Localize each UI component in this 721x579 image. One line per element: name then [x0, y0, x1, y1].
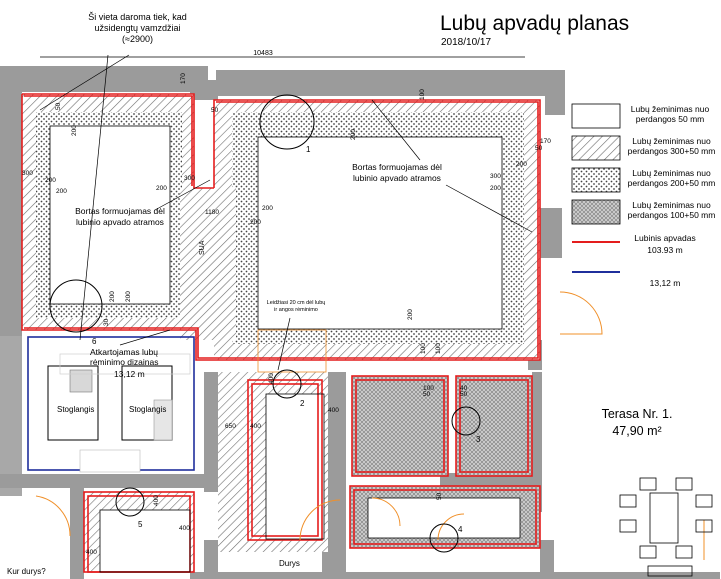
legend-item-hatch: Lubų žeminimas nuo perdangos 300+50 mm	[627, 136, 716, 156]
legend-swatches	[571, 103, 621, 273]
overall-dimension: 10483	[40, 50, 525, 58]
svg-text:400: 400	[153, 495, 160, 506]
marker-5: 5	[138, 520, 143, 529]
svg-text:200: 200	[262, 205, 273, 212]
svg-text:650: 650	[225, 423, 236, 430]
legend-item-cross: Lubų žeminimas nuo perdangos 100+50 mm	[627, 200, 716, 220]
cornice-lines	[21, 93, 541, 573]
sua-label: SUA	[199, 240, 206, 255]
svg-text:50: 50	[211, 107, 219, 114]
blue-frame	[27, 336, 195, 473]
marker-labels: 1 2 3 4 5 6	[92, 145, 481, 534]
question-label: Kur durys?	[7, 567, 46, 576]
svg-text:200: 200	[71, 125, 78, 136]
leave-20-note: Leidžiasi 20 cm dėl lubų ir angos rėmini…	[266, 300, 326, 313]
inner-outlines	[49, 125, 521, 573]
overall-dimension-label: 10483	[253, 50, 273, 57]
legend-blue-value: 13,12 m	[649, 278, 681, 288]
svg-text:170: 170	[180, 73, 187, 84]
room-labels: SUA Durys Kur durys? Stoglangis Stoglang…	[7, 240, 300, 576]
page-date: 2018/10/17	[441, 37, 492, 48]
bortas-right-note: Bortas formuojamas dėl lubinio apvado at…	[352, 162, 442, 183]
legend-item-dots: Lubų žeminimas nuo perdangos 200+50 mm	[627, 168, 716, 188]
ceiling-zones	[22, 94, 540, 572]
terrace-name: Terasa Nr. 1.	[601, 407, 673, 421]
dimension-labels: 1180 170 170 50 50 50 300 300 300 200 20…	[22, 73, 551, 556]
leader-lines	[39, 54, 533, 371]
page-title: Lubų apvadų planas	[440, 12, 630, 35]
pipes-note: Ši vieta daroma tiek, kad užsidengtų vam…	[88, 12, 187, 44]
svg-text:50: 50	[460, 391, 468, 398]
svg-text:400: 400	[250, 423, 261, 430]
svg-text:400: 400	[268, 373, 275, 384]
svg-text:50: 50	[423, 391, 431, 398]
svg-text:30: 30	[103, 318, 110, 326]
svg-text:1180: 1180	[205, 209, 219, 216]
legend-cornice-value: 103.93 m	[647, 245, 683, 255]
svg-text:200: 200	[45, 177, 56, 184]
svg-text:200: 200	[350, 129, 357, 140]
svg-text:300: 300	[490, 173, 501, 180]
marker-6: 6	[92, 337, 97, 346]
terrace-label: Terasa Nr. 1. 47,90 m²	[592, 406, 682, 440]
door-swings	[35, 291, 705, 560]
terrace-area: 47,90 m²	[612, 424, 662, 438]
svg-text:400: 400	[179, 525, 190, 532]
svg-text:300: 300	[184, 175, 195, 182]
svg-text:200: 200	[490, 185, 501, 192]
repeat-length: 13,12 m	[114, 369, 145, 379]
marker-3: 3	[476, 435, 481, 444]
svg-text:300: 300	[22, 170, 33, 177]
svg-text:200: 200	[250, 219, 261, 226]
marker-1: 1	[306, 145, 311, 154]
svg-text:100: 100	[420, 343, 427, 354]
svg-text:170: 170	[540, 138, 551, 145]
svg-text:100: 100	[423, 385, 434, 392]
svg-text:200: 200	[56, 188, 67, 195]
svg-text:200: 200	[156, 185, 167, 192]
markers	[49, 94, 481, 553]
svg-text:40: 40	[460, 385, 468, 392]
svg-text:400: 400	[328, 407, 339, 414]
door-label: Durys	[279, 559, 300, 568]
walls	[0, 66, 720, 579]
marker-2: 2	[300, 399, 305, 408]
svg-text:200: 200	[125, 291, 132, 302]
marker-4: 4	[458, 525, 463, 534]
svg-text:50: 50	[436, 492, 443, 500]
svg-text:50: 50	[55, 102, 62, 110]
legend-item-plain: Lubų žeminimas nuo perdangos 50 mm	[630, 104, 710, 124]
svg-text:50: 50	[535, 145, 543, 152]
terrace-furniture	[619, 477, 713, 577]
skylight-left: Stoglangis	[57, 405, 94, 414]
svg-text:200: 200	[516, 161, 527, 168]
svg-text:400: 400	[86, 549, 97, 556]
svg-text:100: 100	[435, 343, 442, 354]
svg-text:200: 200	[407, 309, 414, 320]
svg-text:100: 100	[419, 89, 426, 100]
skylight-right: Stoglangis	[129, 405, 166, 414]
legend-cornice-label: Lubinis apvadas	[634, 233, 696, 243]
svg-text:200: 200	[109, 291, 116, 302]
bortas-left-note: Bortas formuojamas dėl lubinio apvado at…	[75, 206, 165, 227]
repeat-note: Atkartojamas lubų rėminimo dizainas	[90, 347, 159, 367]
